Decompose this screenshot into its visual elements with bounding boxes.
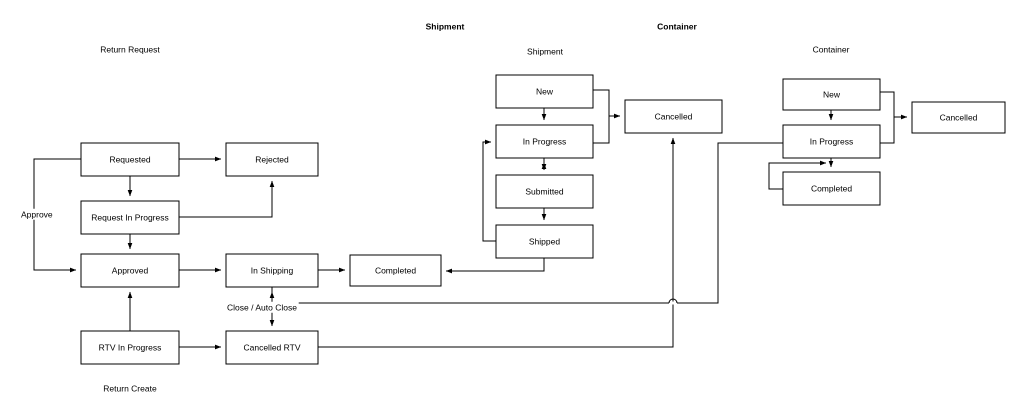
section-header-container: Container [657, 21, 697, 31]
node-box-container-new[interactable] [782, 78, 881, 111]
node-label-in-shipping: In Shipping [251, 265, 294, 275]
node-label-shipment-in-progress: In Progress [523, 136, 566, 146]
approve-label: Approve [21, 209, 53, 219]
edge-container-completed-to-in-progress [768, 160, 827, 190]
group-label-container: Container [813, 44, 850, 54]
node-box-request-in-progress[interactable] [80, 200, 180, 235]
edge-request-in-progress-to-rejected [179, 180, 275, 218]
edge-shipment-in-progress-to-cancelled [593, 116, 610, 144]
node-box-shipment-new[interactable] [495, 74, 594, 109]
node-shipment-cancelled[interactable]: Cancelled [624, 99, 723, 134]
node-shipment-in-progress[interactable]: In Progress [495, 124, 594, 159]
line-hops-layer [668, 298, 678, 305]
edge-shipment-shipped-to-in-progress [482, 139, 496, 242]
node-box-rtv-in-progress[interactable] [80, 330, 180, 365]
node-requested[interactable]: Requested [80, 142, 180, 177]
node-container-cancelled[interactable]: Cancelled [911, 101, 1006, 134]
node-label-cancelled-rtv: Cancelled RTV [243, 342, 300, 352]
node-label-container-new: New [823, 89, 841, 99]
node-label-rejected: Rejected [255, 154, 289, 164]
node-box-shipment-shipped[interactable] [495, 224, 594, 259]
node-label-shipment-shipped: Shipped [529, 236, 560, 246]
close-auto-close-label: Close / Auto Close [227, 302, 297, 312]
edges-layer [33, 89, 908, 350]
node-box-completed-return[interactable] [349, 254, 442, 287]
node-in-shipping[interactable]: In Shipping [225, 253, 319, 288]
node-box-requested[interactable] [80, 142, 180, 177]
node-box-shipment-cancelled[interactable] [624, 99, 723, 134]
node-completed-return[interactable]: Completed [349, 254, 442, 287]
close-auto-close-label-backdrop [225, 301, 299, 313]
node-box-approved[interactable] [80, 253, 180, 288]
node-shipment-submitted[interactable]: Submitted [495, 174, 594, 209]
group-label-shipment: Shipment [527, 46, 564, 56]
node-box-shipment-in-progress[interactable] [495, 124, 594, 159]
edge-close-auto-close-to-in-shipping [269, 291, 700, 304]
node-label-approved: Approved [112, 265, 149, 275]
edge-shipment-shipped-to-completed [445, 258, 545, 274]
node-label-requested: Requested [109, 154, 150, 164]
node-box-shipment-submitted[interactable] [495, 174, 594, 209]
edge-container-in-progress-out-left [700, 142, 783, 304]
node-container-completed[interactable]: Completed [782, 171, 881, 206]
node-label-rtv-in-progress: RTV In Progress [99, 342, 162, 352]
line-hop-crossing [668, 298, 678, 304]
node-label-shipment-new: New [536, 86, 554, 96]
node-request-in-progress[interactable]: Request In Progress [80, 200, 180, 235]
node-shipment-new[interactable]: New [495, 74, 594, 109]
edge-cancelled-rtv-to-container-cancelled [318, 137, 676, 348]
node-shipment-shipped[interactable]: Shipped [495, 224, 594, 259]
node-container-new[interactable]: New [782, 78, 881, 111]
node-cancelled-rtv[interactable]: Cancelled RTV [225, 330, 319, 365]
approve-label-backdrop [19, 208, 55, 220]
node-box-container-in-progress[interactable] [782, 124, 881, 159]
node-box-cancelled-rtv[interactable] [225, 330, 319, 365]
section-header-shipment: Shipment [426, 21, 465, 31]
edge-container-in-progress-to-cancelled [880, 117, 895, 144]
node-box-container-cancelled[interactable] [911, 101, 1006, 134]
node-label-shipment-cancelled: Cancelled [655, 111, 693, 121]
node-box-in-shipping[interactable] [225, 253, 319, 288]
node-box-rejected[interactable] [225, 142, 319, 177]
node-approved[interactable]: Approved [80, 253, 180, 288]
edge-shipment-new-to-cancelled [593, 89, 621, 119]
node-label-container-cancelled: Cancelled [940, 112, 978, 122]
node-label-container-in-progress: In Progress [810, 136, 853, 146]
node-box-container-completed[interactable] [782, 171, 881, 206]
node-label-shipment-submitted: Submitted [525, 186, 564, 196]
node-rtv-in-progress[interactable]: RTV In Progress [80, 330, 180, 365]
node-label-container-completed: Completed [811, 183, 852, 193]
node-container-in-progress[interactable]: In Progress [782, 124, 881, 159]
edge-container-new-to-cancelled [880, 91, 908, 120]
group-label-return-request: Return Request [100, 44, 160, 54]
node-rejected[interactable]: Rejected [225, 142, 319, 177]
group-label-return-create: Return Create [103, 383, 157, 393]
node-label-completed-return: Completed [375, 265, 416, 275]
node-label-request-in-progress: Request In Progress [91, 212, 168, 222]
